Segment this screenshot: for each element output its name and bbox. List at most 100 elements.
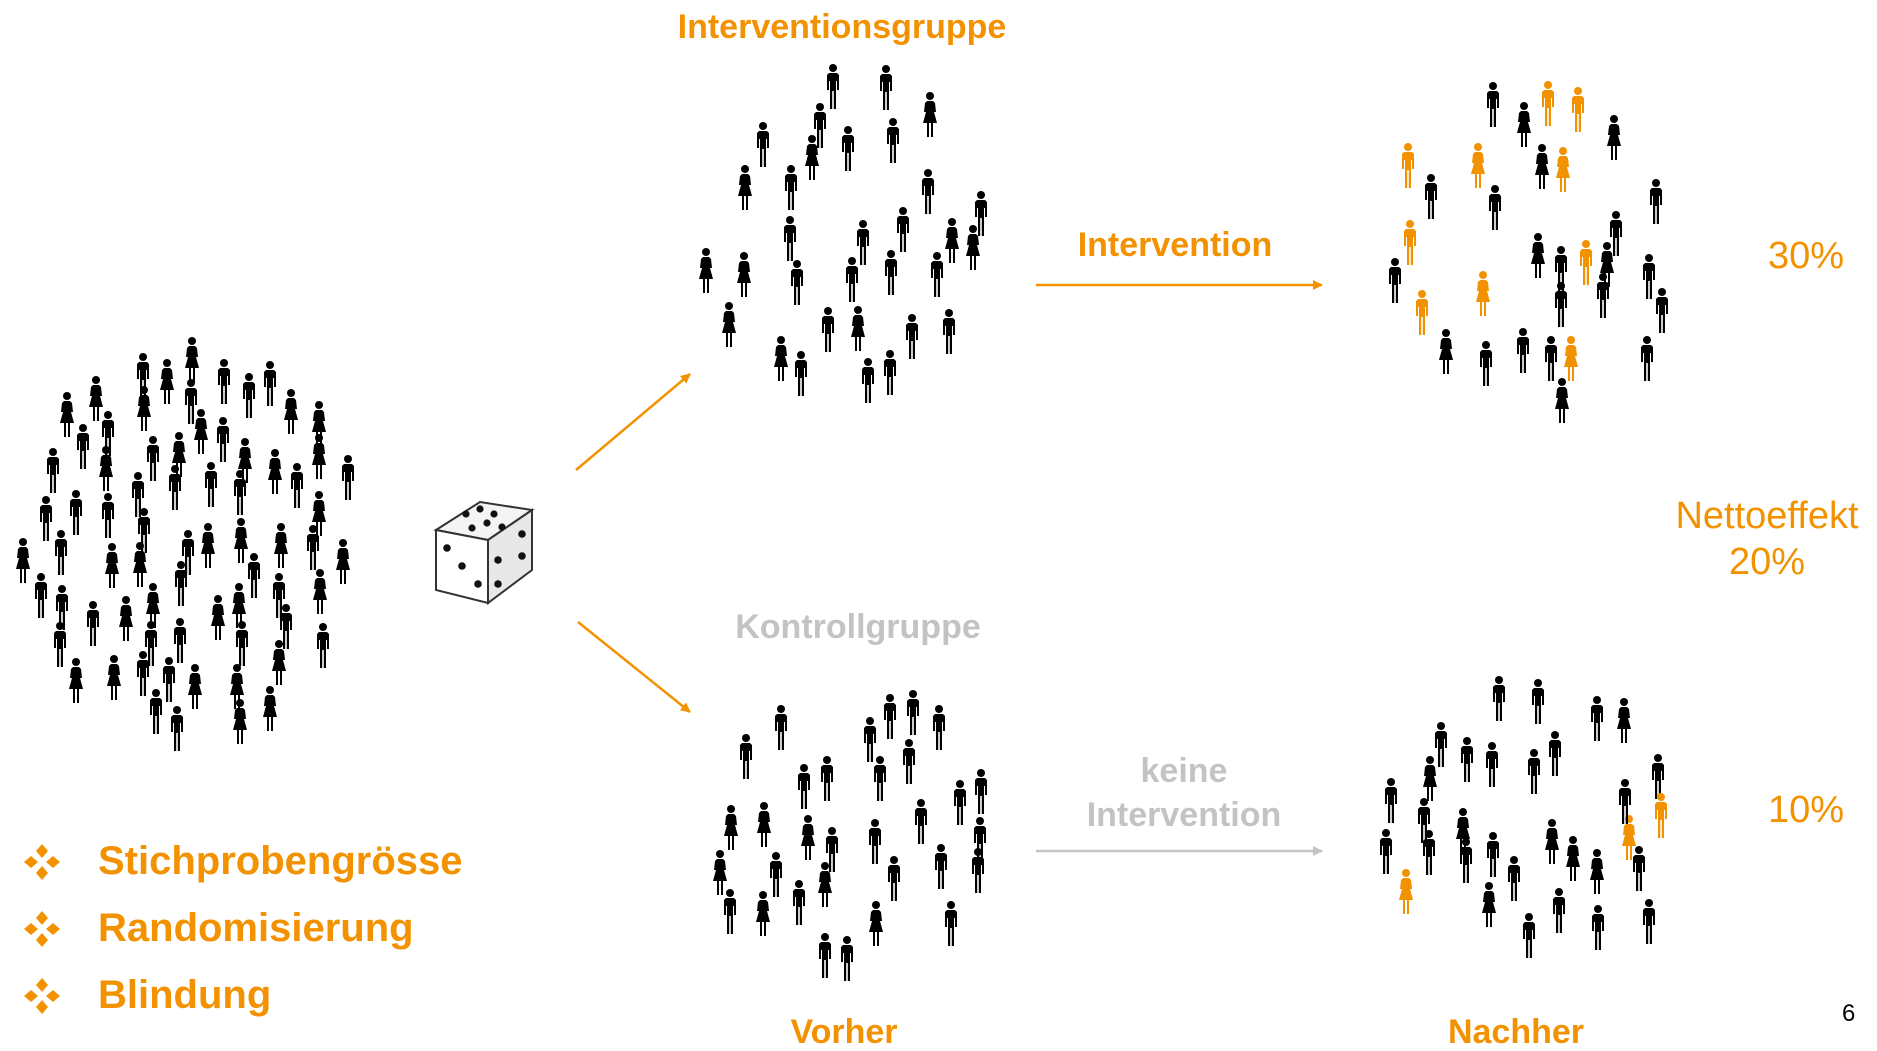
person-icon [102,411,114,456]
person-icon [1489,185,1501,230]
person-icon [1399,869,1413,914]
person-icon [1580,240,1592,285]
person-icon [248,553,260,598]
person-icon [795,351,807,396]
person-icon [713,850,727,895]
person-icon [975,191,987,236]
person-icon [56,585,68,630]
person-icon [1572,87,1584,132]
person-icon [1439,329,1453,374]
person-icon [972,848,984,893]
person-icon [1643,254,1655,299]
person-icon [699,248,713,293]
arrow-to-intervention-group [575,373,691,471]
person-icon [880,65,892,110]
person-icon [933,705,945,750]
key-points-list: Stichprobengrösse Randomisierung [22,828,463,1029]
person-icon [819,933,831,978]
person-icon [77,424,89,469]
person-icon [185,337,199,382]
no-intervention-label-line2: Intervention [1086,796,1282,834]
person-icon [874,756,886,801]
person-icon [172,432,186,477]
person-icon [756,891,770,936]
person-icon [1607,115,1621,160]
person-icon [1531,233,1545,278]
person-icon [218,359,230,404]
key-point: Randomisierung [22,895,463,962]
person-icon [869,819,881,864]
person-icon [171,706,183,751]
person-icon [102,493,114,538]
person-icon [884,694,896,739]
person-icon [1418,798,1430,843]
diamond-bullet-icon [24,843,60,880]
person-icon [1380,829,1392,874]
person-icon [757,122,769,167]
person-icon [1493,676,1505,721]
person-icon [842,126,854,171]
diamond-bullet-icon [24,977,60,1014]
key-point-label: Randomisierung [98,906,414,950]
person-icon [805,135,819,180]
person-icon [232,583,246,628]
person-icon [342,455,354,500]
person-icon [1650,179,1662,224]
person-icon [1652,754,1664,799]
person-icon [1555,282,1567,327]
person-icon [1549,731,1561,776]
key-point: Blindung [22,962,463,1029]
person-icon [312,434,326,479]
person-icon [1528,749,1540,794]
person-icon [931,252,943,297]
person-icon [1545,336,1557,381]
person-icon [312,491,326,536]
person-icon [1655,793,1667,838]
person-icon [272,640,286,685]
person-icon [312,401,326,446]
person-icon [234,518,248,563]
person-icon [263,686,277,731]
person-icon [264,361,276,406]
person-icon [175,561,187,606]
person-icon [132,472,144,517]
key-point-label: Blindung [98,973,272,1017]
person-icon [107,655,121,700]
person-icon [1610,211,1622,256]
person-icon [1643,899,1655,944]
person-icon [1633,846,1645,891]
person-icon [280,604,292,649]
person-icon [737,252,751,297]
key-point-label: Stichprobengrösse [98,839,463,883]
person-icon [1656,288,1668,333]
person-icon [954,780,966,825]
control-result-value: 10% [1767,789,1845,831]
person-icon [1517,328,1529,373]
person-icon [55,530,67,575]
person-icon [1456,808,1470,853]
person-icon [291,463,303,508]
person-icon [897,207,909,252]
key-point: Stichprobengrösse [22,828,463,895]
person-icon [1555,246,1567,291]
person-icon [194,409,208,454]
intervention-arrow-label: Intervention [1077,226,1273,264]
person-icon [1619,779,1631,824]
person-icon [851,306,865,351]
person-icon [724,805,738,850]
arrow-to-control-group [577,621,691,713]
person-icon [69,658,83,703]
person-icon [1600,242,1614,287]
person-icon [87,601,99,646]
person-icon [238,438,252,483]
person-icon [1591,696,1603,741]
person-icon [1461,737,1473,782]
person-icon [1617,698,1631,743]
person-icon [1423,756,1437,801]
person-icon [1402,143,1414,188]
person-icon [822,307,834,352]
person-icon [1641,336,1653,381]
person-icon [217,417,229,462]
person-icon [774,336,788,381]
